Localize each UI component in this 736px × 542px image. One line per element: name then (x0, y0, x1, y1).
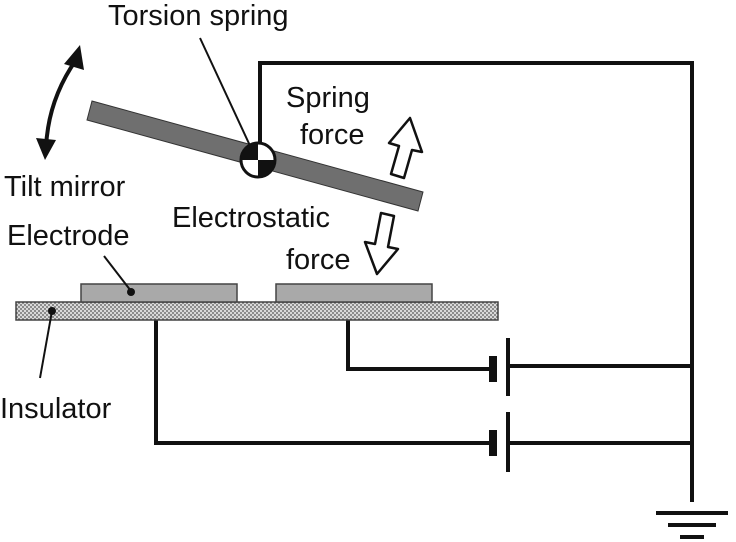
spring-force-label-line1: Spring (286, 82, 370, 114)
leader-electrode (103, 255, 132, 292)
leader-insulator (39, 310, 53, 379)
battery-upper (489, 338, 510, 396)
leader-electrode-dot (127, 288, 135, 296)
spring-force-arrow (387, 116, 424, 180)
insulator-label: Insulator (0, 393, 112, 425)
torsion-spring-label: Torsion spring (108, 0, 289, 32)
insulator (15, 301, 499, 321)
tilt-rotation-arrow (36, 45, 84, 160)
leader-insulator-dot (48, 307, 56, 315)
electrostatic-force-label-line1: Electrostatic (172, 202, 330, 234)
circuit-wiring (154, 61, 694, 502)
spring-force-label-line2: force (300, 119, 364, 151)
electrode-right (275, 283, 433, 303)
ground-symbol (656, 511, 728, 539)
electrode-left (80, 283, 238, 303)
battery-lower (489, 412, 510, 472)
tilt-mirror-label: Tilt mirror (4, 171, 126, 203)
torsion-spring-icon (239, 141, 277, 179)
leader-torsion-spring (199, 37, 253, 151)
electrostatic-force-arrow (363, 211, 400, 276)
electrode-label: Electrode (7, 220, 130, 252)
electrostatic-force-label-line2: force (286, 244, 350, 276)
